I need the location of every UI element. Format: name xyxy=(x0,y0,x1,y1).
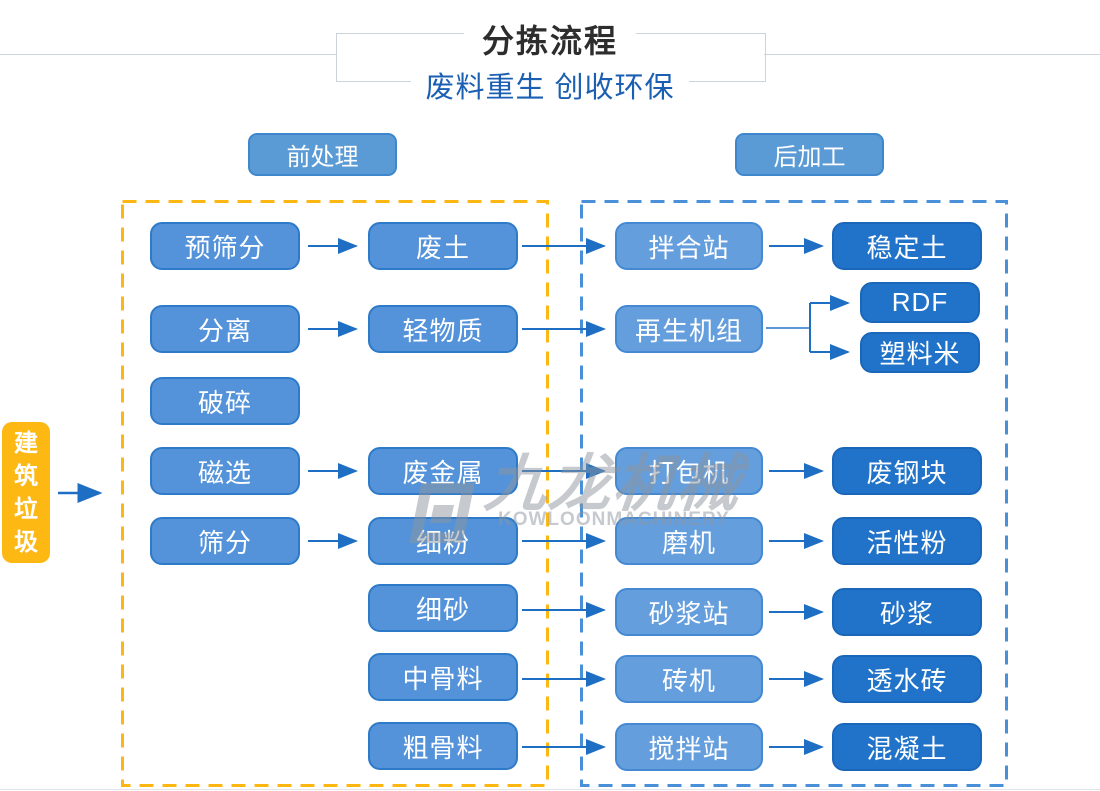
node-crushing: 破碎 xyxy=(150,377,300,425)
node-waste-steel-block: 废钢块 xyxy=(832,447,982,495)
node-brick-machine: 砖机 xyxy=(615,655,763,703)
section-pill-pre-processing: 前处理 xyxy=(248,133,397,176)
bottom-rule xyxy=(0,789,1100,790)
node-mixing-station: 拌合站 xyxy=(615,222,763,270)
page-title: 分拣流程 xyxy=(463,16,636,62)
node-mortar-station: 砂浆站 xyxy=(615,588,763,636)
node-pre-screening: 预筛分 xyxy=(150,222,300,270)
node-separation: 分离 xyxy=(150,305,300,353)
header-rule-right xyxy=(764,54,1100,55)
node-mortar: 砂浆 xyxy=(832,588,982,636)
node-magnetic-separation: 磁选 xyxy=(150,447,300,495)
page-subtitle: 废料重生 创收环保 xyxy=(411,64,689,106)
header-rule-left xyxy=(0,54,336,55)
node-permeable-brick: 透水砖 xyxy=(832,655,982,703)
node-coarse-aggregate: 粗骨料 xyxy=(368,722,518,770)
pre-processing-panel-border xyxy=(121,200,549,787)
node-stabilized-soil: 稳定土 xyxy=(832,222,982,270)
source-label: 建筑垃圾 xyxy=(14,429,38,556)
node-mill: 磨机 xyxy=(615,517,763,565)
node-active-powder: 活性粉 xyxy=(832,517,982,565)
page-title-row: 分拣流程 xyxy=(286,16,814,62)
node-screening: 筛分 xyxy=(150,517,300,565)
node-medium-aggregate: 中骨料 xyxy=(368,653,518,701)
node-baler: 打包机 xyxy=(615,447,763,495)
node-light-material: 轻物质 xyxy=(368,305,518,353)
source-box-construction-waste: 建筑垃圾 xyxy=(2,422,50,563)
node-fine-sand: 细砂 xyxy=(368,584,518,632)
section-pill-post-processing: 后加工 xyxy=(735,133,884,176)
node-concrete: 混凝土 xyxy=(832,723,982,771)
node-waste-soil: 废土 xyxy=(368,222,518,270)
post-processing-panel-border xyxy=(580,200,1008,787)
node-concrete-mixing-station: 搅拌站 xyxy=(615,723,763,771)
node-regeneration-unit: 再生机组 xyxy=(615,305,763,353)
page-subtitle-row: 废料重生 创收环保 xyxy=(286,64,814,106)
node-plastic-pellets: 塑料米 xyxy=(860,332,980,373)
node-rdf: RDF xyxy=(860,282,980,323)
